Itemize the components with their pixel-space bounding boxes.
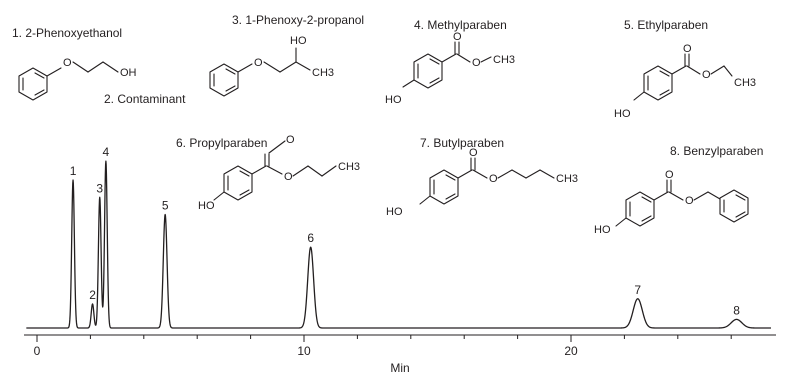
svg-text:O: O — [286, 134, 295, 146]
hydroxyl-label: HO — [594, 224, 611, 236]
caption-compound-1: 1. 2-Phenoxyethanol — [12, 26, 122, 40]
hydroxyl-label: HO — [386, 206, 403, 218]
hydroxyl-label: HO — [385, 94, 402, 106]
caption-compound-6: 6. Propylparaben — [176, 136, 267, 150]
structure-2-phenoxyethanol: O OH — [18, 57, 137, 101]
chromatogram-plot: 0 10 20 1 2 3 4 5 6 7 8 Min — [24, 145, 776, 375]
svg-text:O: O — [453, 31, 462, 43]
x-tick-label: 10 — [297, 344, 311, 358]
structure-butylparaben: HO O O CH3 — [386, 147, 578, 218]
peak-label-7: 7 — [634, 283, 641, 297]
peak-label-4: 4 — [103, 145, 110, 159]
peak-label-8: 8 — [733, 303, 740, 317]
structure-methylparaben: HO O O CH3 — [385, 31, 515, 106]
svg-text:O: O — [63, 57, 72, 69]
x-axis-ticks: 0 10 20 — [34, 335, 732, 358]
methyl-label: CH3 — [556, 173, 578, 185]
methyl-label: CH3 — [338, 161, 360, 173]
x-tick-label: 0 — [34, 344, 41, 358]
peak-labels: 1 2 3 4 5 6 7 8 — [70, 145, 740, 317]
structure-ethylparaben: HO O O CH3 — [614, 43, 756, 120]
structure-1-phenoxy-2-propanol: O HO CH3 — [209, 35, 334, 97]
chromatogram-trace — [25, 160, 772, 329]
peak-label-3: 3 — [96, 181, 103, 195]
peak-label-5: 5 — [162, 198, 169, 212]
svg-text:O: O — [469, 147, 478, 159]
svg-text:O: O — [702, 69, 711, 81]
svg-text:O: O — [665, 169, 674, 181]
hydroxyl-label: OH — [120, 67, 137, 79]
x-axis-title: Min — [390, 361, 409, 375]
hydroxyl-label: HO — [614, 108, 631, 120]
caption-compound-7: 7. Butylparaben — [420, 136, 504, 150]
caption-compound-8: 8. Benzylparaben — [670, 144, 763, 158]
svg-text:O: O — [489, 173, 498, 185]
hydroxyl-label: HO — [198, 200, 215, 212]
svg-text:O: O — [685, 195, 694, 207]
hydroxyl-label: HO — [290, 35, 307, 47]
x-tick-label: 20 — [564, 344, 578, 358]
caption-compound-4: 4. Methylparaben — [414, 18, 507, 32]
peak-label-2: 2 — [89, 288, 96, 302]
svg-text:O: O — [683, 43, 692, 55]
caption-compound-5: 5. Ethylparaben — [624, 18, 708, 32]
caption-compound-2: 2. Contaminant — [104, 92, 186, 106]
svg-text:O: O — [254, 57, 263, 69]
structure-propylparaben: HO O O CH3 — [198, 134, 360, 212]
peak-label-6: 6 — [307, 231, 314, 245]
structure-benzylparaben: HO O O — [594, 169, 749, 236]
svg-text:O: O — [472, 57, 481, 69]
peak-label-1: 1 — [70, 164, 77, 178]
methyl-label: CH3 — [734, 77, 756, 89]
methyl-label: CH3 — [493, 54, 515, 66]
caption-compound-3: 3. 1-Phenoxy-2-propanol — [232, 13, 364, 27]
svg-text:O: O — [284, 171, 293, 183]
methyl-label: CH3 — [312, 67, 334, 79]
